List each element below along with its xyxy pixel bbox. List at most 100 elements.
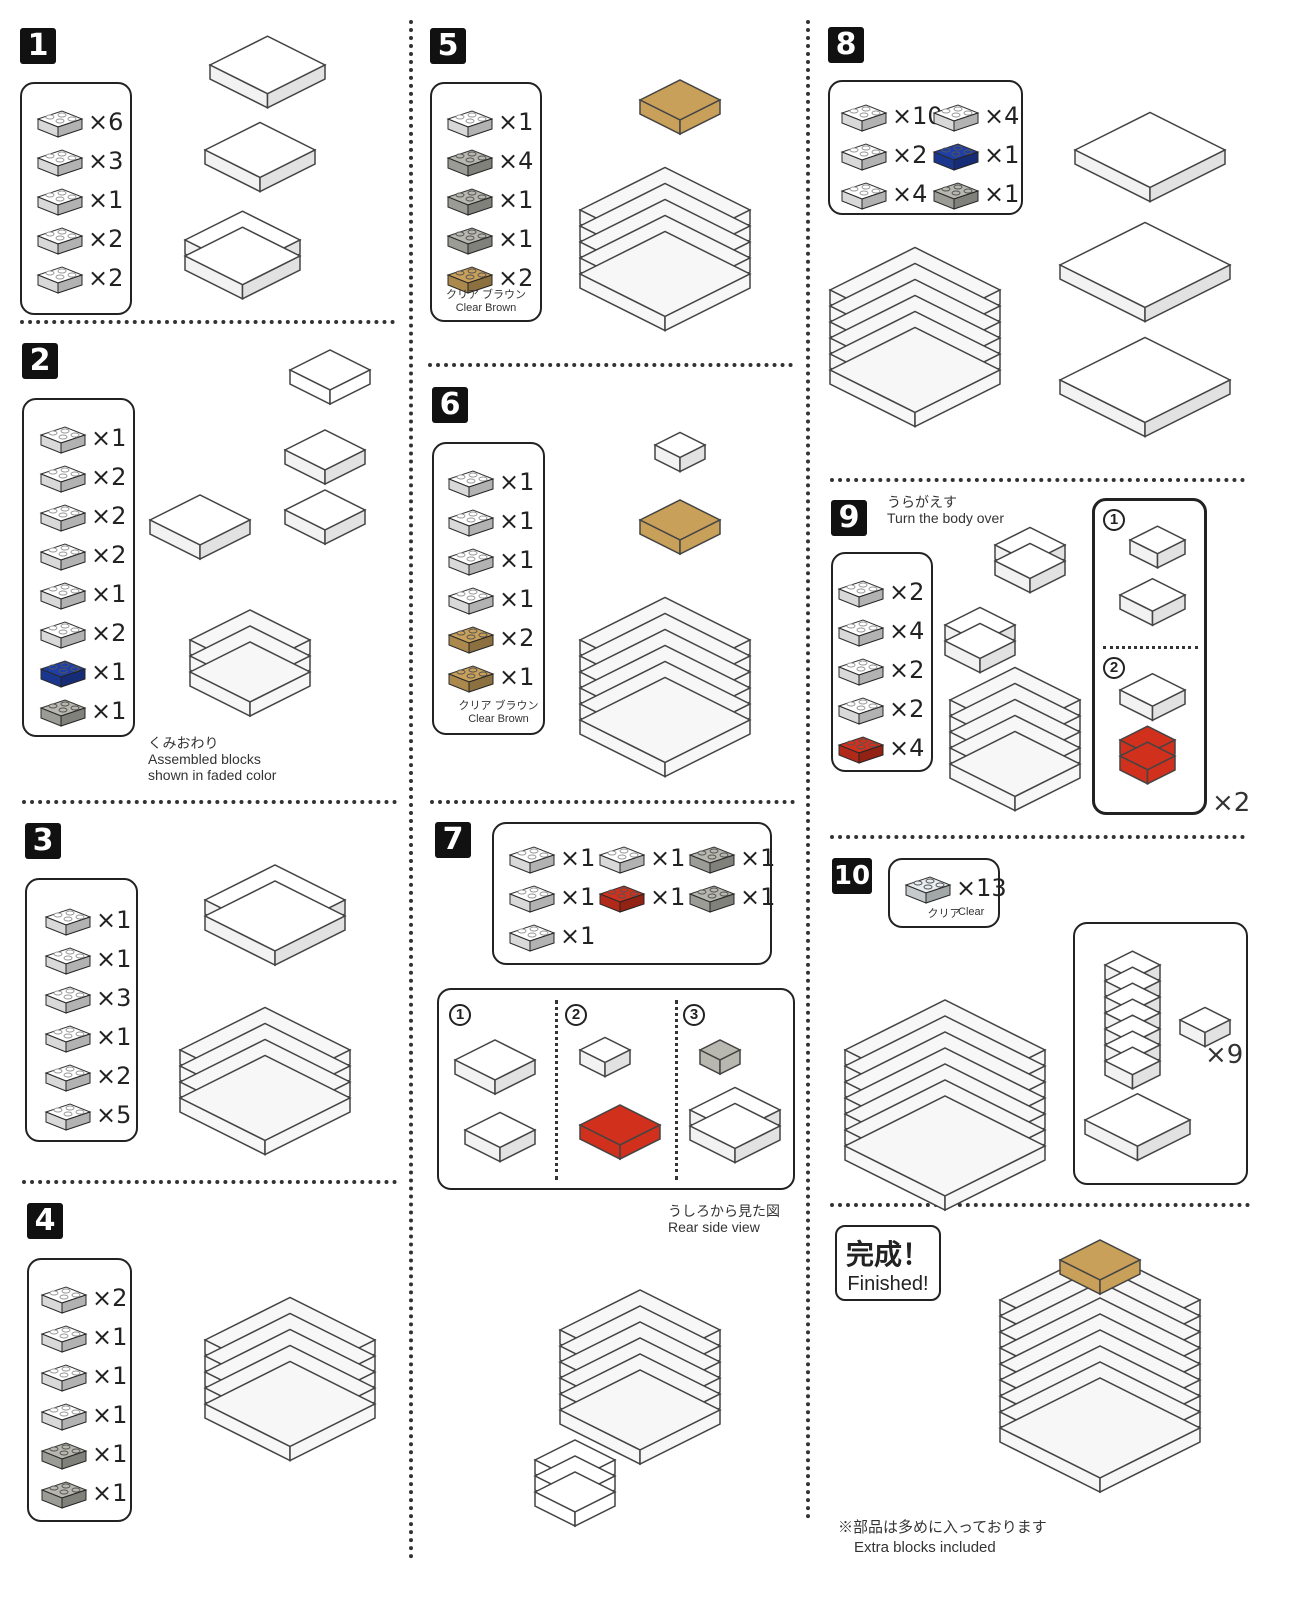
substep-number: 1	[449, 1004, 471, 1026]
brick-icon	[506, 880, 558, 914]
substep-number: 1	[1103, 509, 1125, 531]
part-item: ×1	[42, 939, 131, 978]
brick-icon	[686, 880, 738, 914]
brick-icon	[835, 653, 887, 687]
brick-shape	[578, 230, 752, 332]
part-item: ×1	[34, 180, 124, 219]
brick-icon	[37, 499, 89, 533]
brick-icon	[445, 543, 497, 577]
step-divider	[830, 1203, 1250, 1207]
column-divider	[409, 20, 413, 1560]
parts-list-box: ×6×3×1×2×2	[20, 82, 132, 315]
brick-shape	[843, 1095, 1047, 1212]
brick-icon	[596, 880, 648, 914]
brick-icon	[444, 105, 496, 139]
brick-icon	[445, 621, 497, 655]
step-divider	[20, 320, 395, 324]
part-count: ×2	[499, 623, 535, 652]
clear-label-en: Clear	[958, 906, 985, 918]
step-divider	[428, 363, 793, 367]
repeat-count: ×9	[1205, 1040, 1244, 1070]
part-count: ×2	[96, 1061, 132, 1090]
brick-shape	[203, 121, 317, 193]
brick-shape	[558, 1369, 722, 1466]
part-item: ×2	[835, 650, 924, 689]
part-count: ×1	[499, 467, 535, 496]
brick-icon	[445, 582, 497, 616]
brick-shape	[828, 326, 1002, 428]
part-item: ×1	[38, 1395, 128, 1434]
part-count: ×1	[92, 1478, 128, 1507]
part-item: ×2	[37, 613, 127, 652]
part-item: ×2	[835, 572, 925, 611]
step-number-badge: 2	[22, 343, 58, 379]
assembled-blocks-note: くみおわり Assembled blocks shown in faded co…	[148, 735, 276, 783]
brick-icon	[38, 1437, 90, 1471]
brick-icon	[506, 841, 558, 875]
part-item: ×1	[444, 219, 533, 258]
part-item: ×4	[835, 611, 924, 650]
part-count: ×1	[92, 1400, 128, 1429]
part-count: ×4	[498, 146, 534, 175]
brick-icon	[445, 660, 497, 694]
note-jp: うらがえす	[887, 494, 957, 510]
brick-shape	[1058, 336, 1232, 438]
brick-icon	[444, 222, 496, 256]
part-item: ×4	[835, 728, 924, 767]
part-count: ×1	[984, 179, 1020, 208]
part-count: ×3	[88, 146, 124, 175]
brick-shape	[943, 622, 1017, 674]
brick-shape	[578, 1036, 632, 1078]
parts-list-box: ×1×1×1×1×1×1×1	[492, 822, 776, 965]
part-item: ×1	[37, 574, 126, 613]
brick-shape	[203, 1360, 377, 1462]
label-jp: クリア ブラウン	[445, 289, 527, 301]
brick-icon	[596, 841, 648, 875]
brick-shape	[1118, 577, 1187, 627]
part-count: ×1	[88, 185, 124, 214]
divider	[675, 1000, 678, 1180]
part-item: ×2	[37, 457, 126, 496]
part-count: ×3	[96, 983, 132, 1012]
part-item: ×1	[444, 180, 533, 219]
brick-shape	[1118, 672, 1187, 722]
brick-icon	[37, 421, 89, 455]
note-en-2: shown in faded color	[148, 767, 277, 783]
note-en-1: Assembled blocks	[148, 751, 261, 767]
part-count: ×2	[889, 577, 925, 606]
brick-icon	[37, 460, 89, 494]
part-count: ×2	[91, 618, 127, 647]
part-count: ×4	[892, 179, 928, 208]
part-item: ×1	[42, 1017, 132, 1056]
brick-icon	[37, 577, 89, 611]
part-item: ×2	[37, 496, 126, 535]
brick-icon	[38, 1476, 90, 1510]
part-item: ×1	[596, 838, 686, 877]
brick-shape	[688, 1102, 782, 1164]
brick-icon	[930, 99, 982, 133]
part-count: ×1	[498, 107, 534, 136]
brick-shape	[998, 1377, 1202, 1494]
part-item: ×2	[34, 258, 123, 297]
part-count: ×1	[560, 882, 596, 911]
brick-icon	[37, 655, 89, 689]
brick-icon	[686, 841, 738, 875]
part-count: ×2	[889, 694, 925, 723]
brick-icon	[34, 183, 86, 217]
brick-shape	[1073, 111, 1227, 203]
part-item: ×1	[38, 1356, 127, 1395]
part-count: ×1	[499, 545, 535, 574]
part-item: ×1	[444, 102, 534, 141]
brick-icon	[42, 1020, 94, 1054]
part-count: ×1	[740, 843, 776, 872]
step-number-badge: 5	[430, 28, 466, 64]
brick-icon	[42, 1098, 94, 1132]
parts-list-box: ×10×4×2×1×4×1	[828, 80, 1023, 215]
brick-icon	[835, 692, 887, 726]
finished-jp: 完成！	[845, 1238, 930, 1271]
brick-icon	[37, 694, 89, 728]
part-count: ×1	[96, 1022, 132, 1051]
brick-icon	[444, 183, 496, 217]
brick-shape	[1083, 1092, 1192, 1162]
